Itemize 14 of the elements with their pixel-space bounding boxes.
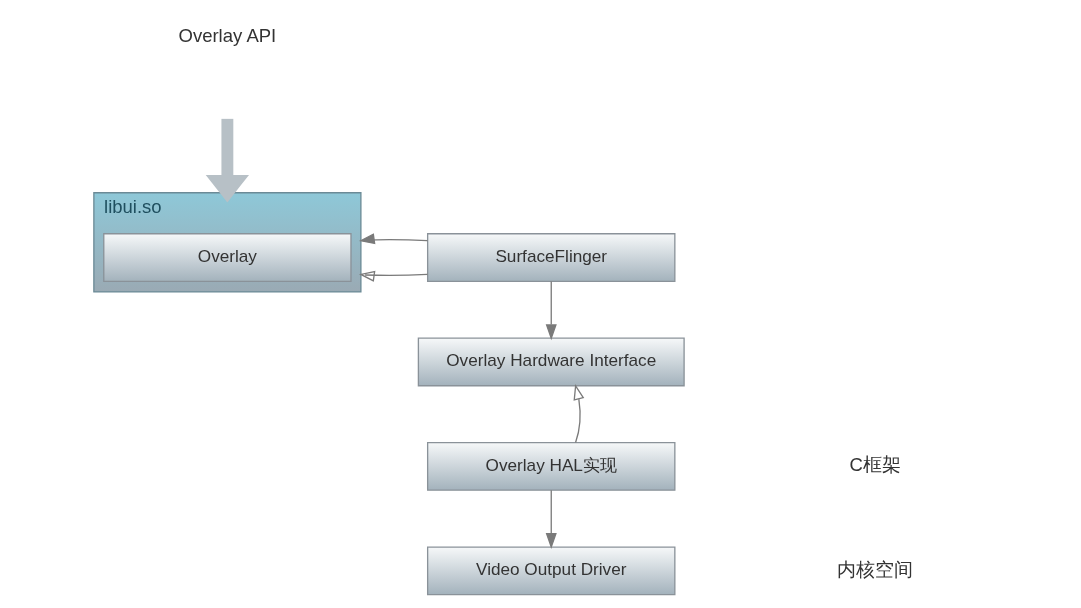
label: 内核空间 (836, 558, 913, 580)
node-box: Overlay Hardware Interface (417, 337, 685, 387)
arrow (358, 270, 428, 282)
arrow (545, 489, 557, 549)
node-box: Overlay HAL实现 (426, 441, 675, 491)
label: C框架 (848, 454, 901, 476)
node-box: Video Output Driver (426, 546, 675, 596)
node-box: SurfaceFlinger (426, 233, 675, 282)
node-box: Overlay (102, 233, 352, 282)
arrow (358, 233, 428, 245)
arrow (573, 383, 584, 444)
arrow (545, 280, 557, 341)
arrow (205, 118, 249, 203)
label: Overlay API (178, 25, 276, 47)
